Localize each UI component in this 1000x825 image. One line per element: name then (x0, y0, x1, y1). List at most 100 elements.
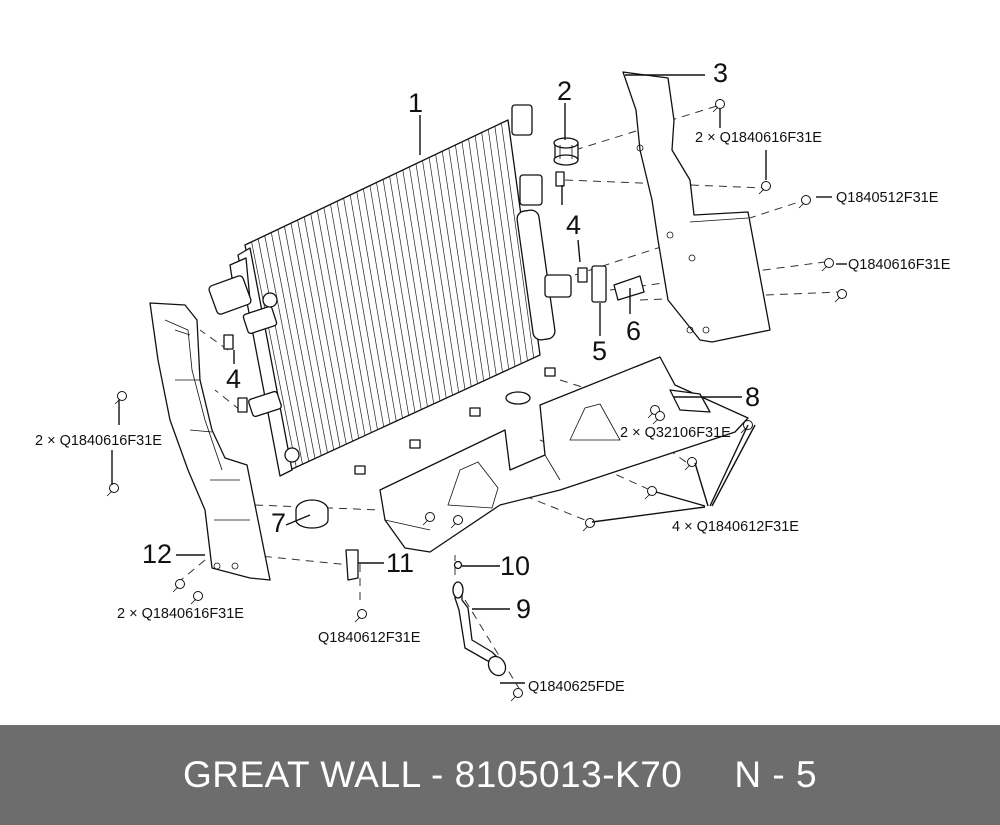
condenser-fin (284, 226, 328, 453)
bolt-shank (422, 519, 429, 526)
bolt-shank (652, 418, 659, 425)
bolt-shank (172, 586, 179, 593)
bolt-shank (510, 695, 517, 702)
condenser-fin (349, 194, 391, 425)
condenser-fin (494, 126, 528, 361)
bolt-icon (801, 195, 811, 205)
code-bolt-right-2: Q1840616F31E (848, 257, 951, 273)
bolt-icon (357, 609, 367, 619)
bolt-icon (175, 579, 185, 589)
parts-exploded-diagram: 1 2 3 4 4 5 6 7 8 9 10 11 12 2 × Q184061… (35, 58, 951, 702)
footer-bar: GREAT WALL - 8105013-K70 N - 5 (0, 725, 1000, 825)
bolt-shank (834, 296, 841, 303)
callout-3: 3 (713, 58, 728, 88)
condenser-fin (297, 219, 341, 448)
condenser-fin (415, 163, 453, 396)
footer-part-reference: GREAT WALL - 8105013-K70 (182, 754, 683, 795)
bolts (106, 99, 847, 702)
callout-6: 6 (626, 316, 641, 346)
callout-7: 7 (271, 508, 286, 538)
code-nut-8: 2 × Q32106F31E (620, 425, 731, 441)
bolt-icon (715, 99, 725, 109)
condenser-fin (369, 185, 410, 416)
condenser-fin (441, 151, 478, 384)
callout-8: 8 (745, 382, 760, 412)
callout-2: 2 (557, 76, 572, 106)
callout-4: 4 (226, 364, 241, 394)
condenser-core (208, 104, 572, 477)
condenser-fin (316, 210, 360, 439)
cap (295, 391, 531, 529)
callout-4: 4 (566, 210, 581, 240)
condenser-fin (448, 148, 485, 381)
condenser-fin (251, 241, 297, 468)
bolt-icon (425, 512, 435, 522)
condenser-fin (435, 154, 472, 387)
bolt-icon (655, 411, 665, 421)
condenser-fin (257, 238, 303, 465)
code-bolt-top: 2 × Q1840616F31E (695, 130, 822, 146)
bolt-shank (712, 106, 719, 113)
bolt-shank (647, 412, 654, 419)
bolt-shank (450, 522, 457, 529)
condenser-fin (330, 204, 372, 433)
condenser-fin (461, 141, 497, 376)
bolt-shank (190, 598, 197, 605)
condenser-fin (389, 176, 428, 407)
condenser-fin (290, 223, 335, 450)
bolt-icon (824, 258, 834, 268)
bolt-shank (582, 525, 589, 532)
clips (223, 171, 645, 413)
callout-12: 12 (142, 539, 172, 569)
left-side-bracket (149, 302, 271, 581)
bolt-icon (837, 289, 847, 299)
condenser-fin (303, 216, 347, 445)
condenser-fin (474, 135, 510, 370)
bolt-icon (761, 181, 771, 191)
leader-lines (111, 74, 847, 684)
callout-11: 11 (386, 548, 414, 578)
callout-9: 9 (516, 594, 531, 624)
right-side-bracket (622, 71, 771, 343)
condenser-fin (363, 188, 403, 419)
code-bolt-pipe: Q1840625FDE (528, 679, 625, 695)
condenser-fin (455, 144, 491, 379)
condenser-fin (270, 232, 316, 459)
bolt-icon (193, 591, 203, 601)
bolt-shank (798, 202, 805, 209)
condenser-fin (382, 179, 422, 410)
bolt-icon (109, 483, 119, 493)
bolt-shank (354, 616, 361, 623)
condenser-fin (310, 213, 353, 442)
condenser-fin (468, 138, 503, 373)
bolt-shank (821, 265, 828, 272)
condenser-fin (323, 207, 366, 436)
code-bolt-bottom-left: 2 × Q1840616F31E (117, 606, 244, 622)
condenser-fin (264, 235, 310, 462)
bolt-shank (758, 188, 765, 195)
bolt-icon (647, 486, 657, 496)
rubber-mount (553, 137, 579, 166)
condenser-fin (501, 123, 535, 358)
condenser-fin (356, 191, 397, 422)
bolt-shank (106, 490, 113, 497)
condenser-fin (428, 157, 466, 390)
condenser-fin (402, 169, 441, 402)
bolt-icon (453, 515, 463, 525)
bolt-shank (740, 427, 747, 434)
condenser-fin (409, 166, 447, 399)
callout-1: 1 (408, 88, 423, 118)
bolt-icon (687, 457, 697, 467)
bolt-icon (585, 518, 595, 528)
bolt-icon (117, 391, 127, 401)
callout-5: 5 (592, 336, 607, 366)
code-bolt-bottom-center: Q1840612F31E (318, 630, 421, 646)
condenser-fin (481, 132, 516, 367)
drain-pipe (452, 560, 507, 677)
condenser-fin (277, 229, 322, 456)
condenser-fin (336, 201, 378, 430)
condenser-fin (395, 173, 435, 404)
condenser-fin (343, 198, 385, 427)
condenser-fin (487, 129, 522, 364)
bolt-shank (114, 398, 121, 405)
